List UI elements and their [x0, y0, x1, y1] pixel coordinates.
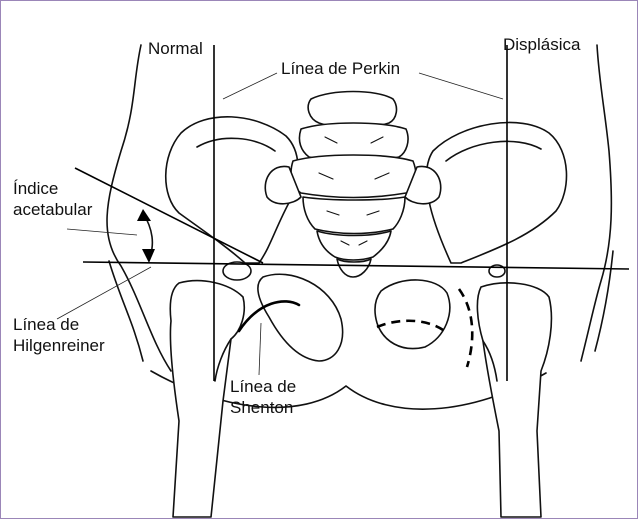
- label-shenton-1: Línea de: [230, 377, 296, 397]
- pelvic-rings: [223, 262, 505, 361]
- spine-sacrum: [265, 92, 440, 278]
- label-acetabular-index-1: Índice: [13, 179, 58, 199]
- label-normal: Normal: [148, 39, 203, 59]
- label-acetabular-index-2: acetabular: [13, 200, 92, 220]
- acetabular-index-arrow: [137, 209, 155, 263]
- femurs: [170, 281, 551, 517]
- label-hilgenreiner-2: Hilgenreiner: [13, 336, 105, 356]
- label-hilgenreiner-1: Línea de: [13, 315, 79, 335]
- label-perkin-line: Línea de Perkin: [281, 59, 400, 79]
- dysplastic-head-arc: [459, 289, 472, 367]
- label-shenton-2: Shenton: [230, 398, 293, 418]
- label-dysplastic: Displásica: [503, 35, 580, 55]
